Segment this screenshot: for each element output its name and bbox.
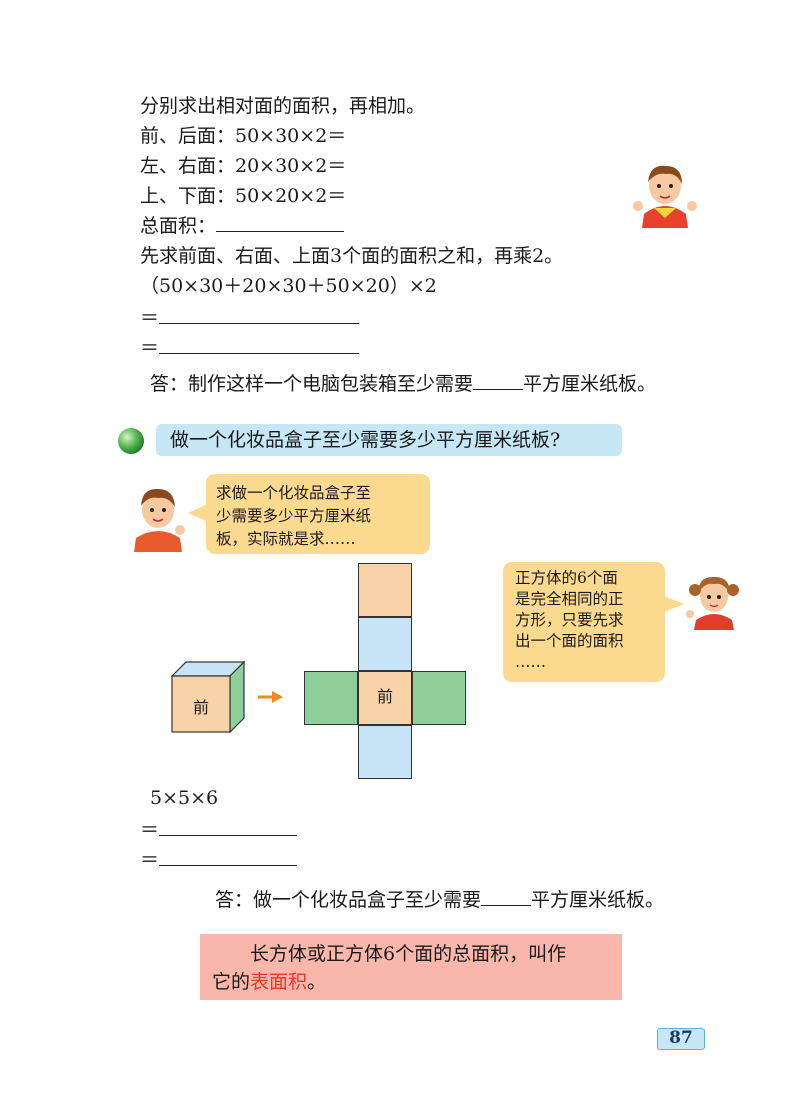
equals-sign: ＝ [140, 849, 160, 871]
globe-icon [118, 428, 144, 454]
total-area-label: 总面积： [140, 215, 217, 237]
answer-blank-1[interactable] [159, 323, 360, 324]
definition-line-2: 它的表面积。 [212, 968, 326, 996]
net-top-face [358, 563, 412, 617]
answer-text-start: 答：做一个化妆品盒子至少需要 [215, 889, 482, 911]
answer-line-2: 答：做一个化妆品盒子至少需要 平方厘米纸板。 [215, 886, 664, 914]
top-bottom-line: 上、下面：50×20×2＝ [140, 185, 347, 207]
net-front-face: 前 [358, 671, 412, 725]
cube-answer-blank[interactable] [481, 905, 532, 906]
speech-bubble-boy: 求做一个化妆品盒子至 少需要多少平方厘米纸 板，实际就是求…… [206, 474, 430, 554]
bubble-girl-line: 正方体的6个面 [515, 569, 618, 587]
answer-text-end: 平方厘米纸板。 [531, 889, 665, 911]
answer-line-1: 答：制作这样一个电脑包装箱至少需要 平方厘米纸板。 [150, 370, 656, 398]
question-text: 做一个化妆品盒子至少需要多少平方厘米纸板? [170, 429, 561, 451]
definition-box: 长方体或正方体6个面的总面积，叫作 它的表面积。 [200, 934, 622, 1000]
surface-area-term: 表面积 [250, 971, 308, 993]
front-back-line: 前、后面：50×30×2＝ [140, 125, 347, 147]
definition-period: 。 [307, 971, 327, 993]
bubble-boy-line: 少需要多少平方厘米纸 [216, 507, 372, 525]
equals-line-2: ＝ [140, 334, 360, 362]
bubble-girl-line: 出一个面的面积 [515, 632, 624, 650]
expression-line: （50×30＋20×30＋50×20）×2 [140, 275, 437, 297]
bubble-boy-line: 求做一个化妆品盒子至 [216, 484, 372, 502]
net-right-face [412, 671, 466, 725]
equals-line-1: ＝ [140, 304, 360, 332]
answer-text-end: 平方厘米纸板。 [523, 373, 657, 395]
intro-text: 分别求出相对面的面积，再相加。 [140, 95, 426, 117]
total-area-blank[interactable] [216, 231, 345, 232]
net-bottom-face [358, 725, 412, 779]
definition-line-1: 长方体或正方体6个面的总面积，叫作 [250, 943, 567, 965]
cube-blank-2[interactable] [159, 865, 298, 866]
method2-text: 先求前面、右面、上面3个面的面积之和，再乘2。 [140, 245, 564, 267]
equals-sign: ＝ [140, 307, 160, 329]
cube-front-label: 前 [192, 698, 209, 717]
cube-expression: 5×5×6 [150, 787, 219, 809]
total-area-line: 总面积： [140, 212, 345, 240]
cube-equals-line-1: ＝ [140, 816, 298, 844]
cube-figure [170, 660, 246, 734]
answer-text-start: 答：制作这样一个电脑包装箱至少需要 [150, 373, 474, 395]
answer-area-blank[interactable] [473, 389, 524, 390]
page-number: 87 [657, 1028, 705, 1050]
bubble-girl-line: 是完全相同的正 [515, 590, 624, 608]
boy-speaker-icon [134, 488, 185, 552]
cube-blank-1[interactable] [159, 835, 298, 836]
equals-sign: ＝ [140, 337, 160, 359]
left-right-line: 左、右面：20×30×2＝ [140, 155, 347, 177]
bubble-tail-boy [188, 504, 208, 522]
bubble-tail-girl [664, 596, 684, 612]
definition-text: 它的 [212, 971, 251, 993]
girl-character-icon [686, 576, 739, 630]
bubble-boy-line: 板，实际就是求…… [216, 530, 356, 548]
bubble-girl-line: 方形，只要先求 [515, 611, 624, 629]
cube-equals-line-2: ＝ [140, 846, 298, 874]
arrow-right-icon [258, 691, 283, 703]
speech-bubble-girl: 正方体的6个面 是完全相同的正 方形，只要先求 出一个面的面积 …… [503, 562, 665, 682]
net-upper-face [358, 617, 412, 671]
bubble-girl-line: …… [515, 653, 546, 671]
boy-character-icon [633, 165, 697, 228]
answer-blank-2[interactable] [159, 353, 360, 354]
equals-sign: ＝ [140, 819, 160, 841]
question-banner: 做一个化妆品盒子至少需要多少平方厘米纸板? [156, 424, 622, 456]
net-left-face [304, 671, 358, 725]
